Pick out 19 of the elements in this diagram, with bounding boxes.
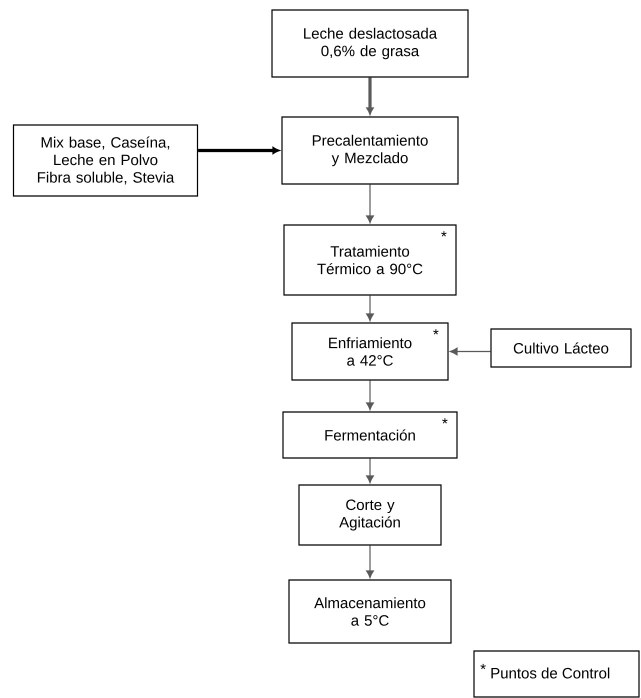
arrow	[450, 348, 490, 356]
asterisk-mark: *	[441, 231, 447, 236]
arrow	[366, 78, 374, 114]
arrow	[366, 546, 374, 578]
arrow	[366, 184, 374, 224]
asterisk-mark: *	[480, 664, 486, 670]
asterisk-mark: *	[442, 418, 448, 424]
process-box: Precalentamiento y Mezclado	[281, 116, 459, 185]
process-box: Corte y Agitación	[298, 484, 442, 546]
process-box: Almacenamiento a 5°C	[288, 579, 452, 644]
arrow	[366, 458, 374, 484]
note-box: * Puntos de Control	[473, 650, 640, 698]
process-box: Mix base, Caseína, Leche en Polvo Fibra soluble, Stevia	[12, 124, 198, 197]
process-box: Leche deslactosada 0,6% de grasa	[271, 9, 469, 78]
arrow	[198, 146, 280, 154]
process-box: Cultivo Lácteo	[490, 328, 632, 368]
arrow	[366, 296, 374, 322]
arrow	[366, 380, 374, 410]
asterisk-mark: *	[433, 329, 439, 334]
